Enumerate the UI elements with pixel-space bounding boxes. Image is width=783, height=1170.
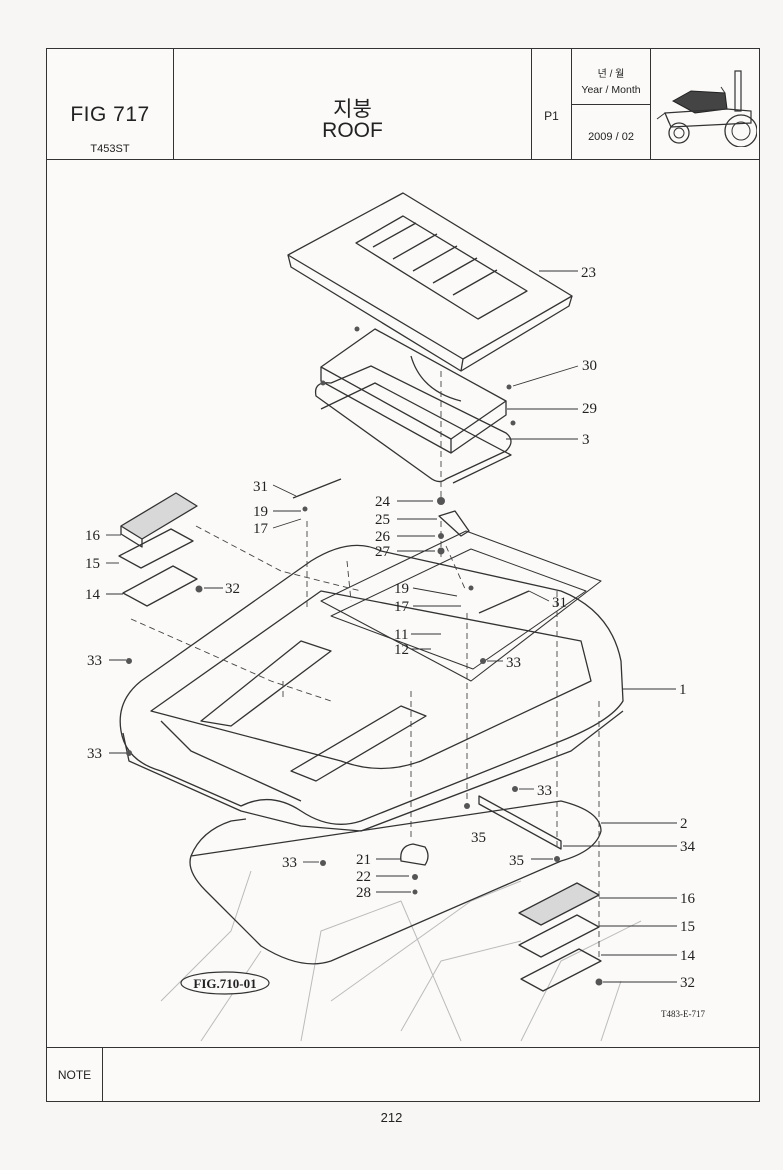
callout-33-left-lower: 33 [87, 746, 102, 762]
callout-33-right: 33 [537, 783, 552, 799]
callout-32-right: 32 [680, 975, 695, 991]
callout-24: 24 [375, 494, 391, 510]
callout-27: 27 [375, 544, 391, 560]
callout-12: 12 [394, 642, 409, 658]
bottom-gasket-part [189, 800, 602, 965]
callout-leader-lines [106, 270, 677, 983]
callout-2: 2 [680, 816, 688, 832]
page-cell: P1 [532, 49, 572, 159]
roof-frame-part [320, 328, 507, 454]
handle-part [438, 510, 470, 537]
callout-14-left: 14 [85, 587, 101, 603]
cab-frame-background [160, 870, 642, 1042]
callout-22: 22 [356, 869, 371, 885]
reference-figure-label: FIG.710-01 [193, 976, 256, 991]
callout-19-left: 19 [253, 504, 268, 520]
title-english: ROOF [322, 119, 383, 142]
callout-17-left: 17 [253, 521, 269, 537]
callout-16-left: 16 [85, 528, 101, 544]
main-roof-shell-part [119, 530, 624, 832]
model-code: T453ST [90, 143, 130, 155]
tractor-icon [656, 70, 757, 147]
callout-15-left: 15 [85, 556, 100, 572]
callout-3: 3 [582, 432, 590, 448]
callout-34: 34 [680, 839, 696, 855]
year-month-label-korean: 년 / 월 [597, 69, 625, 80]
right-filter-parts [518, 882, 602, 992]
callout-26: 26 [375, 529, 391, 545]
callout-33-bottom: 33 [282, 855, 297, 871]
callout-14-right: 14 [680, 948, 696, 964]
callout-16-right: 16 [680, 891, 696, 907]
gas-strut-left [292, 478, 342, 499]
callout-35-left: 35 [471, 830, 486, 846]
page-number: 212 [380, 1110, 403, 1125]
latch-part [400, 843, 429, 866]
callout-labels: 23 30 29 3 31 19 17 24 25 26 27 16 15 14… [85, 265, 696, 991]
gas-strut-right [478, 590, 530, 614]
callout-32-left: 32 [225, 581, 240, 597]
callout-1: 1 [679, 682, 687, 698]
figure-number: FIG 717 [70, 103, 150, 126]
title-cell: 지붕 ROOF [174, 49, 532, 159]
issue-date: 2009 / 02 [588, 131, 634, 143]
callout-28: 28 [356, 885, 371, 901]
callout-31-right: 31 [552, 595, 567, 611]
hardware-fasteners [126, 326, 603, 986]
callout-17-right: 17 [394, 599, 410, 615]
callout-33-left-upper: 33 [87, 653, 102, 669]
roof-cover-part [287, 192, 573, 372]
bracket-part [478, 795, 562, 850]
callout-30: 30 [582, 358, 597, 374]
sheet-page: P1 [544, 109, 559, 123]
sheet-header: FIG 717 T453ST 지붕 ROOF P1 년 / 월 Year / M… [47, 49, 759, 160]
callout-31-left: 31 [253, 479, 268, 495]
date-cell: 년 / 월 Year / Month 2009 / 02 [572, 49, 651, 159]
callout-19-right: 19 [394, 581, 409, 597]
left-filter-parts [118, 492, 198, 607]
roof-seal-part [314, 365, 512, 483]
callout-33-center: 33 [506, 655, 521, 671]
note-section: NOTE [47, 1047, 759, 1101]
drawing-code: T483-E-717 [661, 1009, 705, 1019]
frame-gasket-part [320, 382, 512, 484]
callout-29: 29 [582, 401, 597, 417]
callout-15-right: 15 [680, 919, 695, 935]
callout-35-right: 35 [509, 853, 524, 869]
exploded-parts-diagram: FIG.710-01 T483-E-717 23 30 29 3 31 19 1… [85, 192, 705, 1042]
callout-25: 25 [375, 512, 390, 528]
title-korean: 지붕 [333, 98, 372, 121]
callout-23: 23 [581, 265, 596, 281]
year-month-label-english: Year / Month [581, 84, 641, 96]
parts-sheet-frame: FIG 717 T453ST 지붕 ROOF P1 년 / 월 Year / M… [46, 48, 760, 1102]
tractor-cell [651, 49, 761, 159]
reference-figure-oval [180, 971, 270, 995]
note-label: NOTE [47, 1048, 103, 1101]
figure-id-cell: FIG 717 T453ST [47, 49, 174, 159]
callout-21: 21 [356, 852, 371, 868]
callout-11: 11 [394, 627, 408, 643]
date-label-box: 년 / 월 Year / Month [572, 49, 650, 105]
